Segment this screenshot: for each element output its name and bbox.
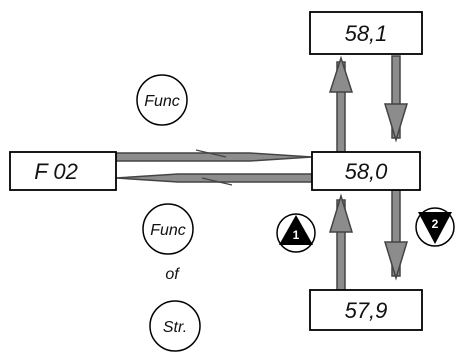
circle-str: Str. — [149, 300, 201, 352]
box-bottom: 57,9 — [309, 289, 423, 331]
circle-str-label: Str. — [163, 319, 187, 336]
arrow-up-middle-to-top — [328, 55, 354, 155]
circle-func-upper-label: Func — [144, 93, 180, 110]
box-left: F 02 — [9, 151, 117, 191]
circle-func-upper: Func — [136, 74, 188, 126]
box-bottom-label: 57,9 — [345, 298, 388, 323]
box-middle-label: 58,0 — [345, 159, 389, 184]
badge-up-icon: 1 — [276, 213, 316, 253]
arrow-right-f02-to-middle — [115, 149, 313, 162]
box-left-label: F 02 — [34, 159, 78, 184]
badge-up-number: 1 — [293, 228, 300, 242]
arrow-up-bottom-to-middle — [328, 193, 354, 291]
connector-of-label: of — [165, 266, 180, 283]
box-middle: 58,0 — [311, 151, 421, 191]
badge-down-icon: 2 — [415, 207, 455, 247]
box-top-label: 58,1 — [345, 21, 388, 46]
arrow-down-top-to-middle — [383, 55, 409, 143]
badge-down-number: 2 — [432, 217, 439, 231]
box-top: 58,1 — [309, 11, 423, 55]
circle-func-lower: Func — [142, 203, 194, 255]
arrow-left-middle-to-f02 — [115, 173, 313, 186]
circle-func-lower-label: Func — [150, 222, 186, 239]
arrow-down-middle-to-bottom — [383, 189, 409, 281]
